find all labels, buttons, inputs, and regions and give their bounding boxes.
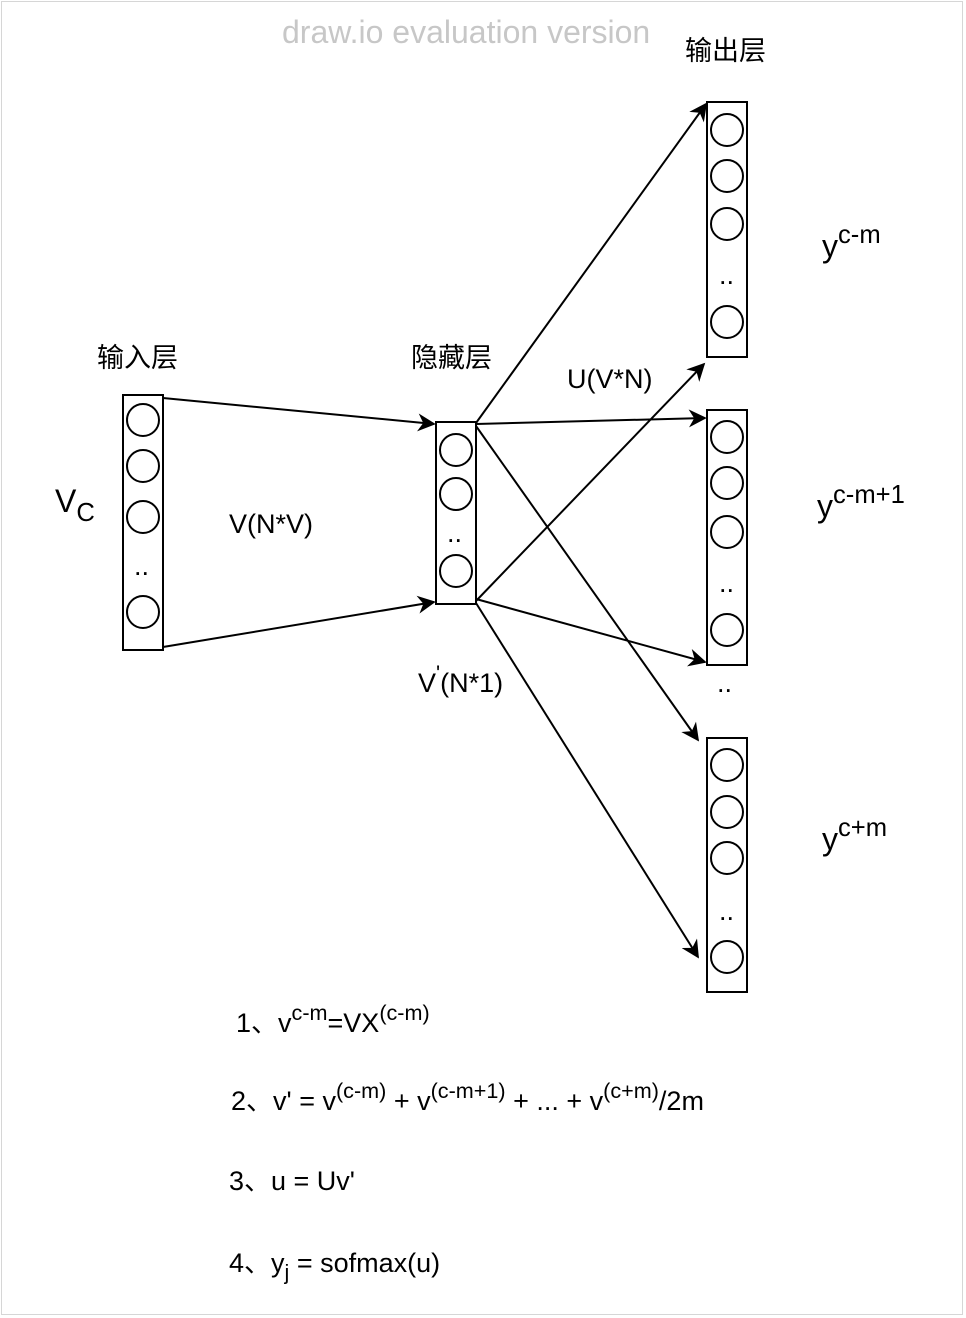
v-matrix-label: V(N*V): [229, 509, 314, 539]
u-matrix-label: U(V*N): [567, 364, 653, 394]
output-2-ellipsis: ..: [719, 568, 735, 598]
input-to-hidden-arrows: [162, 397, 436, 648]
vc-label: VC: [55, 483, 95, 527]
hidden-layer-title: 隐藏层: [411, 343, 492, 373]
equation-3: 3、u = Uv': [229, 1166, 355, 1196]
equation-1: 1、vc-m=VX(c-m): [236, 1000, 430, 1038]
output-layer-box-3: [706, 737, 748, 993]
input-layer-box: [122, 394, 164, 651]
output-label-c-minus-m: yc-m: [822, 220, 881, 264]
vprime-label: V'(N*1): [418, 660, 504, 698]
equation-2: 2、v' = v(c-m) + v(c-m+1) + ... + v(c+m)/…: [231, 1078, 704, 1116]
input-layer-ellipsis: ..: [134, 551, 150, 581]
watermark-text: draw.io evaluation version: [282, 14, 651, 50]
output-layer-box-1: [706, 101, 748, 358]
hidden-layer-box: [435, 421, 477, 605]
output-label-c-plus-m: yc+m: [822, 813, 888, 857]
between-outputs-ellipsis: ..: [717, 668, 733, 698]
hidden-layer-ellipsis: ..: [447, 518, 463, 548]
output-label-c-minus-m-plus-1: yc-m+1: [817, 480, 905, 524]
output-layer-box-2: [706, 409, 748, 666]
output-3-ellipsis: ..: [719, 896, 735, 926]
input-layer-title: 输入层: [97, 343, 178, 373]
hidden-to-output-arrows: [475, 102, 708, 959]
equation-4: 4、yj = sofmax(u): [229, 1248, 441, 1285]
output-layer-title: 输出层: [685, 36, 766, 66]
output-1-ellipsis: ..: [719, 260, 735, 290]
